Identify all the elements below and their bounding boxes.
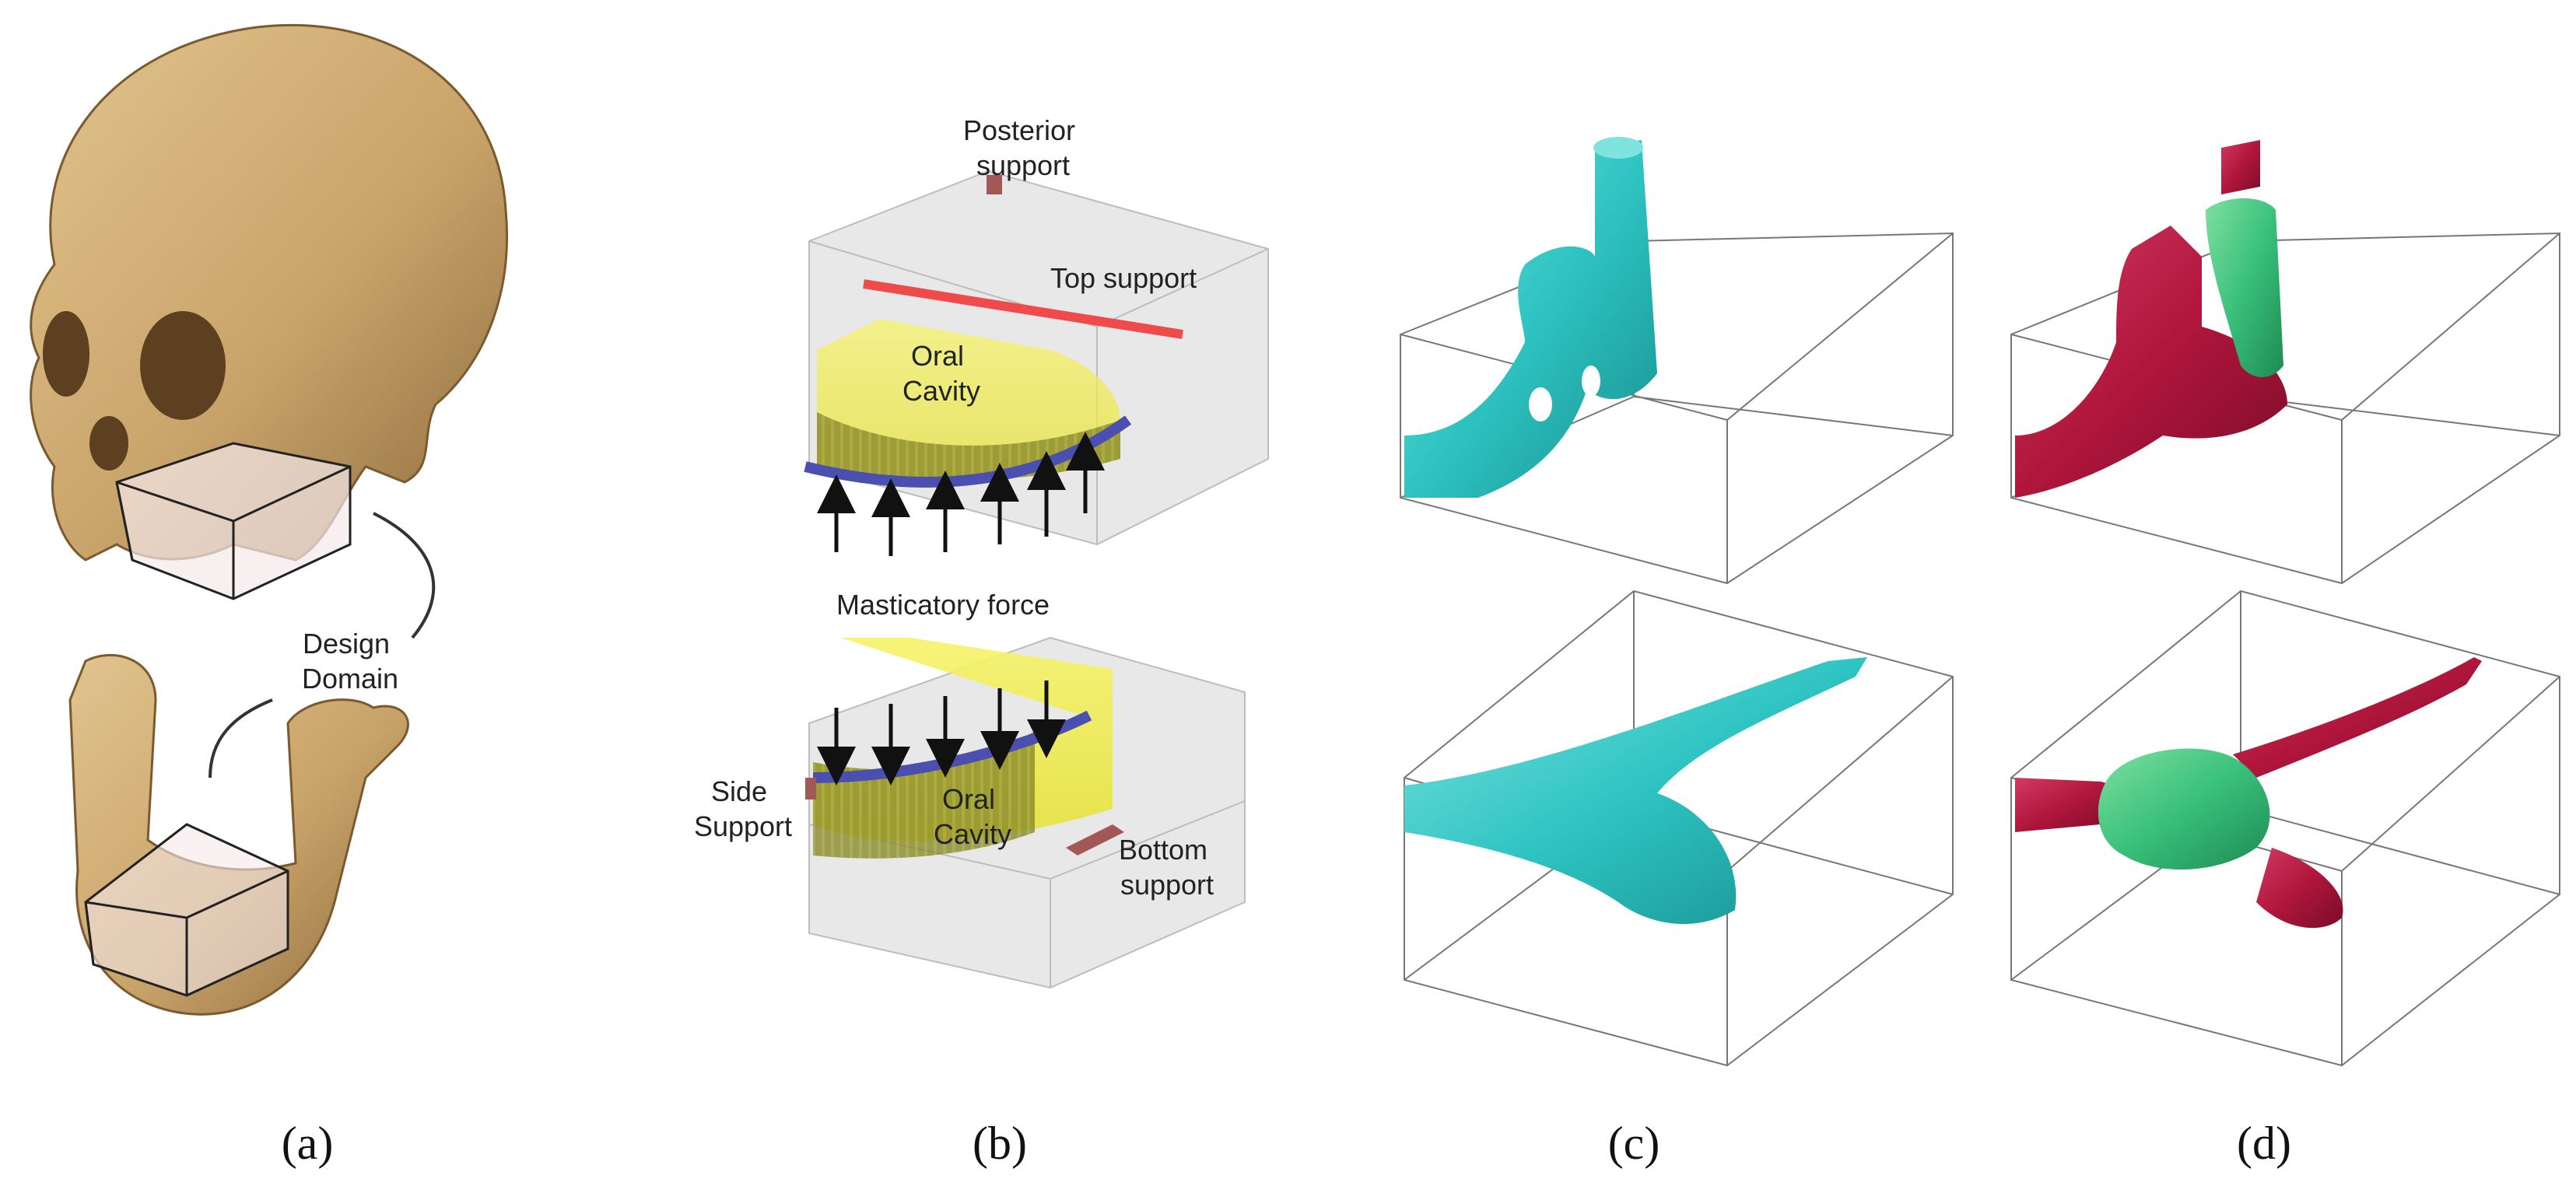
red-structure-bottom-left (2015, 778, 2119, 832)
oral-cavity-bottom-wall (813, 731, 1035, 859)
top-support-label: Top support (1050, 262, 1197, 294)
design-domain-label: Design Domain (302, 628, 398, 694)
cyan-top-hole (1582, 366, 1600, 397)
red-structure-bottom-right (2256, 848, 2343, 929)
panel-d: (d) (2010, 140, 2560, 1169)
curved-arrow-icon (209, 698, 273, 778)
eye-socket (43, 311, 89, 397)
caption-c: (c) (1608, 1118, 1660, 1169)
skull-illustration (30, 23, 509, 562)
panel-a: Design Domain (a) (30, 23, 509, 1169)
caption-d: (d) (2237, 1118, 2291, 1169)
posterior-support-label: Posterior support (963, 114, 1083, 181)
masticatory-force-label: Masticatory force (836, 589, 1050, 621)
nasal-cavity (89, 416, 128, 471)
design-domain-box-skull (115, 442, 352, 600)
masticatory-force-arrows-down (817, 680, 1066, 785)
panel-c: (c) (1400, 137, 1954, 1169)
design-domain-box-mandible (84, 823, 289, 997)
cyan-structure-top (1404, 140, 1657, 498)
wireframe-box-d-bottom (2010, 590, 2560, 1067)
red-structure-top (2015, 226, 2287, 498)
green-structure-bottom (2098, 748, 2270, 870)
masticatory-force-arrows-up (817, 432, 1105, 556)
oral-cavity-bottom-label: Oral Cavity (934, 783, 1011, 850)
bottom-support-marker (1066, 824, 1124, 855)
bottom-support-label: Bottom support (1119, 834, 1215, 901)
oral-cavity-top-label: Oral Cavity (902, 340, 980, 407)
curved-arrow-icon (373, 512, 436, 639)
cyan-top-hole (1529, 387, 1552, 422)
posterior-support-marker (987, 175, 1002, 194)
panel-b: Posterior support Top support Oral Cavit… (694, 114, 1269, 1169)
side-support-label: Side Support (694, 775, 792, 842)
cyan-structure-bottom (1404, 657, 1867, 925)
side-support-marker (805, 778, 816, 799)
cyan-top-cap (1593, 137, 1643, 159)
top-support-bar (863, 279, 1183, 339)
green-structure-top (2206, 198, 2283, 377)
caption-b: (b) (973, 1118, 1027, 1169)
eye-socket (140, 311, 226, 420)
red-structure-bottom-bar (2233, 657, 2482, 778)
red-top-stub (2221, 140, 2260, 194)
caption-a: (a) (282, 1118, 334, 1169)
